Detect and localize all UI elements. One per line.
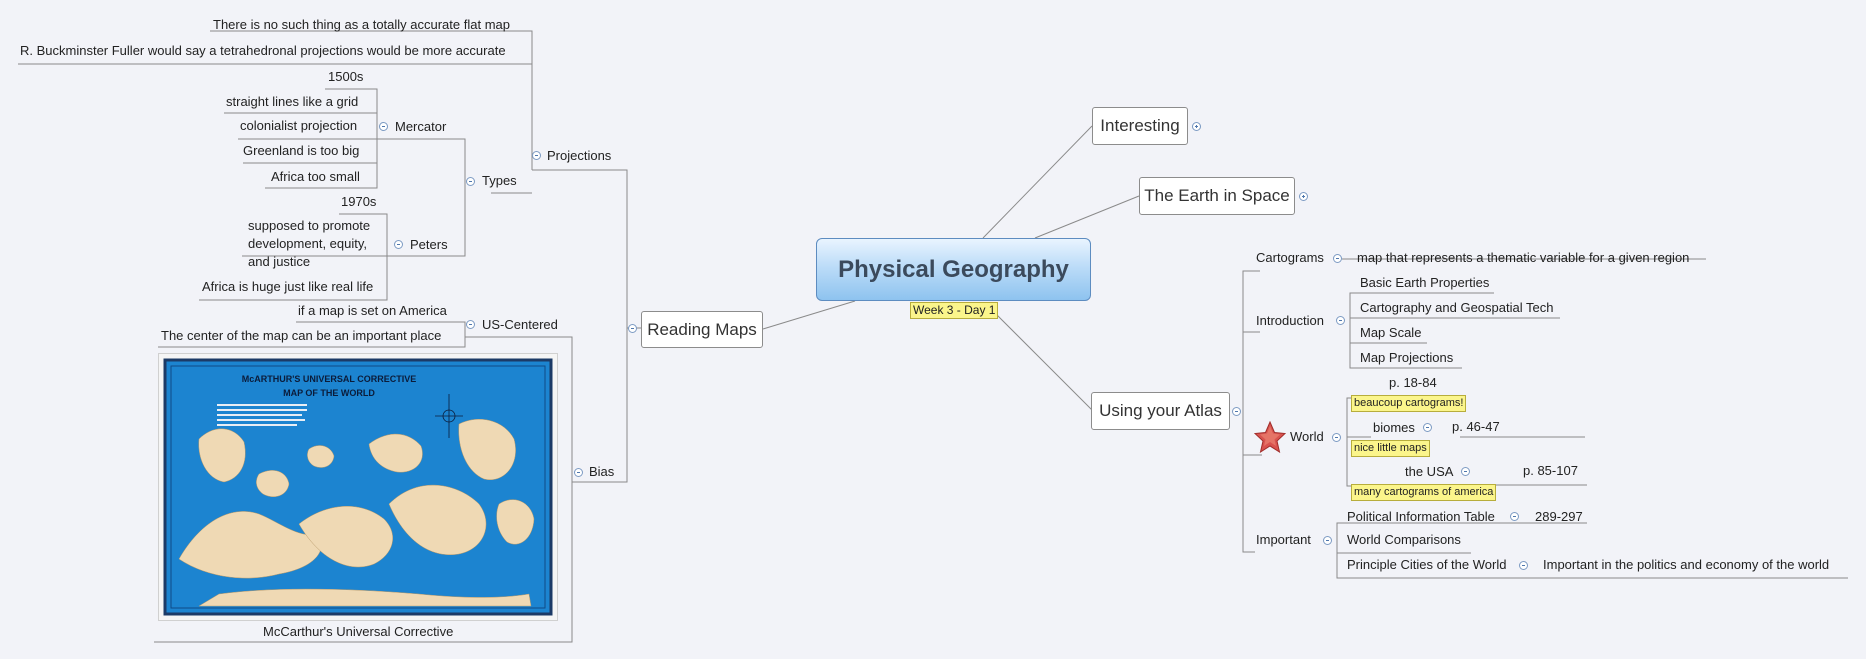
bias-label[interactable]: Bias	[589, 464, 615, 479]
topic-using-atlas[interactable]: Using your Atlas	[1091, 392, 1230, 430]
biomes-label[interactable]: biomes	[1373, 420, 1415, 435]
mercator-label[interactable]: Mercator	[395, 119, 447, 134]
topic-interesting[interactable]: Interesting	[1092, 107, 1188, 145]
types-label[interactable]: Types	[482, 173, 517, 188]
collapse-toggle-world[interactable]	[1332, 433, 1341, 442]
corrective-map-image[interactable]: McARTHUR'S UNIVERSAL CORRECTIVE MAP OF T…	[158, 353, 558, 621]
note-cartograms-america: many cartograms of america	[1351, 484, 1497, 501]
political-table[interactable]: Political Information Table	[1347, 509, 1495, 524]
collapse-toggle-bias[interactable]	[574, 468, 583, 477]
collapse-toggle-peters[interactable]	[394, 240, 403, 249]
corrective-map-graphic: McARTHUR'S UNIVERSAL CORRECTIVE MAP OF T…	[163, 358, 553, 616]
expand-toggle-interesting[interactable]	[1192, 122, 1201, 131]
usa-label[interactable]: the USA	[1405, 464, 1454, 479]
world-label[interactable]: World	[1290, 429, 1324, 444]
collapse-toggle-usa[interactable]	[1461, 467, 1470, 476]
mercator-item-colonialist[interactable]: colonialist projection	[240, 118, 358, 133]
mercator-item-grid[interactable]: straight lines like a grid	[226, 94, 359, 109]
topic-earth-in-space-label: The Earth in Space	[1144, 186, 1290, 205]
intro-item-map-scale[interactable]: Map Scale	[1360, 325, 1422, 340]
political-pages[interactable]: 289-297	[1535, 509, 1583, 524]
central-note: Week 3 - Day 1	[910, 302, 999, 319]
expand-toggle-earth-in-space[interactable]	[1299, 192, 1308, 201]
collapse-toggle-introduction[interactable]	[1336, 316, 1345, 325]
collapse-toggle-reading-maps[interactable]	[628, 324, 637, 333]
intro-item-map-projections[interactable]: Map Projections	[1360, 350, 1454, 365]
collapse-toggle-important[interactable]	[1323, 536, 1332, 545]
peters-item-promote-line3[interactable]: and justice	[248, 254, 311, 269]
important-label[interactable]: Important	[1256, 532, 1311, 547]
flat-map-note[interactable]: There is no such thing as a totally accu…	[213, 17, 510, 32]
collapse-toggle-cities[interactable]	[1519, 561, 1528, 570]
mercator-item-1500s[interactable]: 1500s	[328, 69, 364, 84]
topic-reading-maps-label: Reading Maps	[647, 320, 757, 339]
mercator-item-greenland[interactable]: Greenland is too big	[243, 143, 360, 158]
us-item-america[interactable]: if a map is set on America	[298, 303, 447, 318]
peters-item-1970s[interactable]: 1970s	[341, 194, 377, 209]
peters-item-promote-line2[interactable]: development, equity,	[248, 236, 367, 251]
note-beaucoup-cartograms: beaucoup cartograms!	[1351, 395, 1467, 412]
fuller-note[interactable]: R. Buckminster Fuller would say a tetrah…	[20, 43, 506, 58]
peters-item-promote-line1[interactable]: supposed to promote	[248, 218, 371, 233]
principle-cities[interactable]: Principle Cities of the World	[1347, 557, 1507, 572]
us-centered-label[interactable]: US-Centered	[482, 317, 558, 332]
collapse-toggle-types[interactable]	[466, 177, 475, 186]
collapse-toggle-us-centered[interactable]	[466, 320, 475, 329]
introduction-label[interactable]: Introduction	[1256, 313, 1324, 328]
cartograms-definition[interactable]: map that represents a thematic variable …	[1357, 250, 1690, 265]
topic-interesting-label: Interesting	[1100, 116, 1180, 135]
peters-item-africa-huge[interactable]: Africa is huge just like real life	[202, 279, 374, 294]
collapse-toggle-projections[interactable]	[532, 151, 541, 160]
peters-label[interactable]: Peters	[410, 237, 448, 252]
projections-label[interactable]: Projections	[547, 148, 612, 163]
central-topic-title: Physical Geography	[838, 256, 1069, 283]
us-item-center[interactable]: The center of the map can be an importan…	[161, 328, 442, 343]
star-icon	[1254, 421, 1286, 453]
intro-item-earth-properties[interactable]: Basic Earth Properties	[1360, 275, 1490, 290]
world-pages[interactable]: p. 18-84	[1389, 375, 1437, 390]
principle-cities-note[interactable]: Important in the politics and economy of…	[1543, 557, 1830, 572]
topic-using-atlas-label: Using your Atlas	[1099, 401, 1222, 420]
collapse-toggle-biomes[interactable]	[1423, 423, 1432, 432]
map-title-1: McARTHUR'S UNIVERSAL CORRECTIVE	[242, 374, 417, 384]
topic-earth-in-space[interactable]: The Earth in Space	[1139, 177, 1295, 215]
biomes-pages[interactable]: p. 46-47	[1452, 419, 1500, 434]
intro-item-cartography[interactable]: Cartography and Geospatial Tech	[1360, 300, 1554, 315]
note-little-maps: nice little maps	[1351, 440, 1430, 457]
collapse-toggle-using-atlas[interactable]	[1232, 407, 1241, 416]
map-title-2: MAP OF THE WORLD	[283, 388, 375, 398]
central-topic[interactable]: Physical Geography	[816, 238, 1091, 301]
collapse-toggle-political[interactable]	[1510, 512, 1519, 521]
topic-reading-maps[interactable]: Reading Maps	[641, 311, 763, 348]
world-comparisons[interactable]: World Comparisons	[1347, 532, 1461, 547]
collapse-toggle-cartograms[interactable]	[1333, 254, 1342, 263]
collapse-toggle-mercator[interactable]	[379, 122, 388, 131]
mercator-item-africa-small[interactable]: Africa too small	[271, 169, 360, 184]
cartograms-label[interactable]: Cartograms	[1256, 250, 1324, 265]
usa-pages[interactable]: p. 85-107	[1523, 463, 1578, 478]
map-caption: McCarthur's Universal Corrective	[263, 624, 454, 639]
